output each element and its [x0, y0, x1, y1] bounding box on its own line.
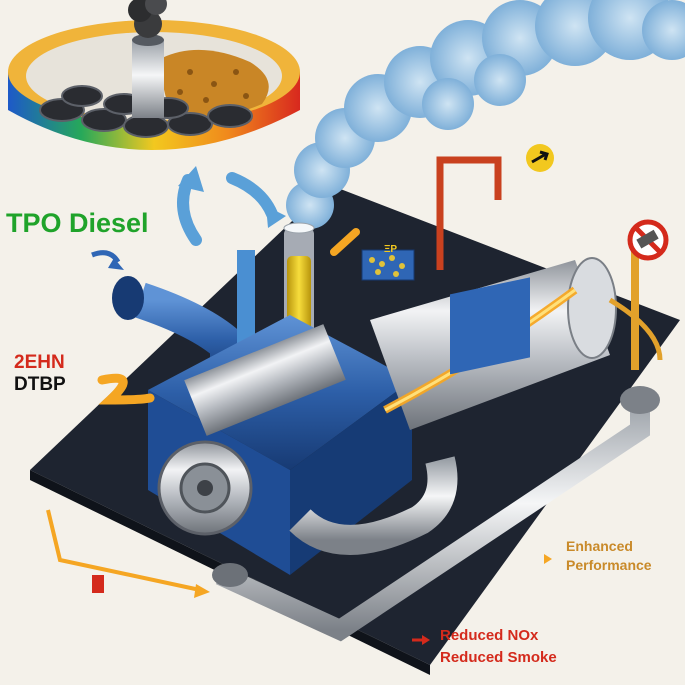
reduced-nox-label: Reduced NOx	[440, 627, 539, 644]
right-flange	[620, 386, 660, 414]
intake-opening	[112, 276, 144, 320]
red-marker	[92, 575, 104, 593]
yellow-fuel-tube-icon	[283, 222, 315, 338]
exhaust-smoke-icon	[286, 0, 685, 229]
pipe-flange	[212, 563, 248, 587]
exhaust-loop-pipe	[289, 456, 458, 555]
cyclic-arrowhead-right	[266, 206, 286, 228]
exhaust-return-pipe	[215, 400, 650, 642]
flow-arrowhead	[194, 584, 210, 598]
flow-arrow-icon	[46, 509, 201, 592]
reduced-smoke-label: Reduced Smoke	[440, 649, 557, 666]
blue-support-box	[450, 277, 530, 375]
black-smoke-plume-icon	[128, 0, 167, 38]
red-pipe-top	[436, 156, 502, 270]
fuel-label: TPO Diesel	[6, 208, 149, 238]
performance-label-line1: Enhanced	[566, 538, 633, 554]
additive-2ehn-label: 2EHN	[14, 352, 65, 373]
orange-pipe-loop	[608, 297, 663, 361]
additive-arrow-icon	[97, 373, 155, 405]
catalyst-filter-icon	[330, 228, 415, 281]
performance-arrow-icon	[544, 554, 552, 564]
reduced-arrow-icon	[422, 635, 430, 645]
performance-label-line2: Performance	[566, 557, 652, 573]
sensor-text: ΞΡ	[384, 244, 398, 255]
blue-intake-pipe	[134, 282, 246, 380]
yellow-arrow-badge-icon	[526, 144, 554, 172]
tire-pyrolysis-bowl-icon	[8, 20, 300, 150]
fuel-arrowhead	[108, 258, 124, 270]
additive-dtbp-label: DTBP	[14, 374, 66, 395]
fuel-arrow-icon	[91, 250, 121, 264]
no-entry-sign-icon	[627, 219, 669, 261]
cyclic-arrowhead-left	[178, 166, 204, 192]
